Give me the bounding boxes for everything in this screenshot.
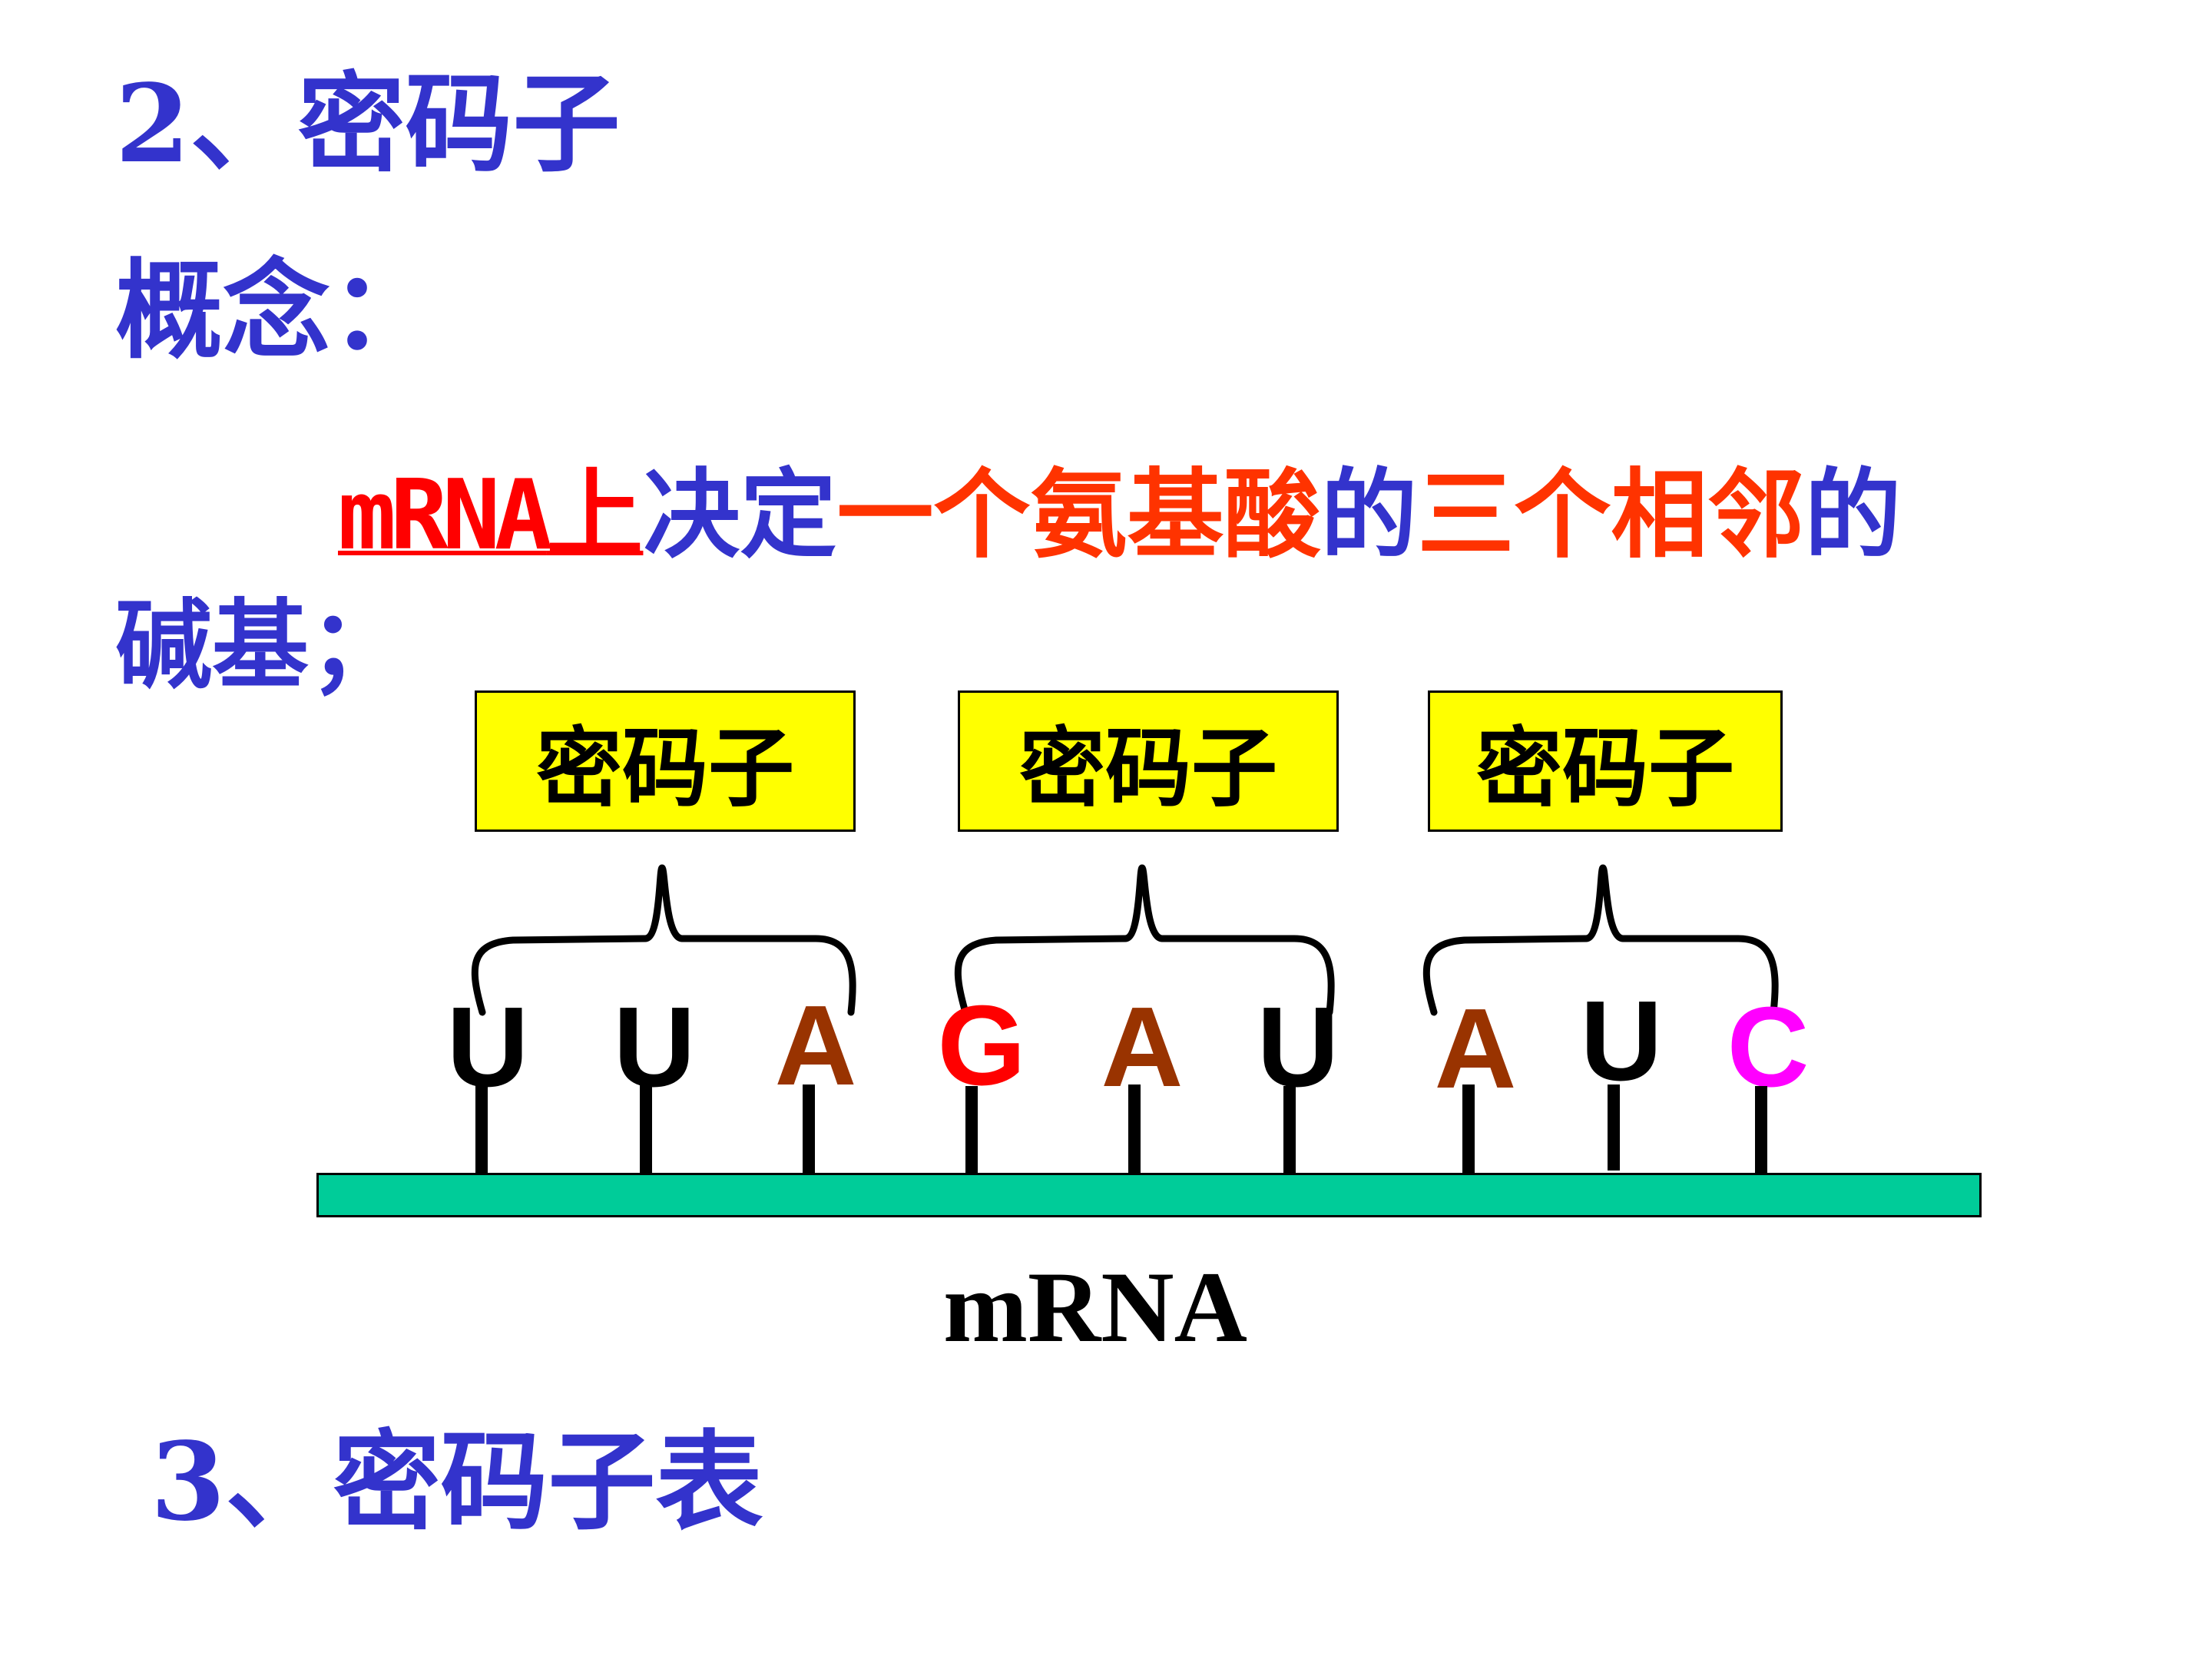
base-stem [640,1084,652,1178]
section-3-heading: 3、密码子表 [151,1429,763,1537]
base-stem [1128,1084,1141,1175]
section-2-heading: 2、密码子 [115,71,620,179]
base-stem [475,1084,488,1178]
base-stem [1462,1084,1475,1177]
definition-of-2: 的 [1804,459,1902,571]
codon-box-2: 密码子 [958,690,1339,832]
definition-three-adjacent: 三个相邻 [1417,459,1805,571]
section-3-title: 密码子表 [333,1420,763,1545]
definition-line-1: mRNA上决定一个氨基酸的三个相邻的 [338,467,1901,564]
base-stem [1608,1084,1620,1171]
mrna-strand-label: mRNA [943,1250,1247,1363]
base-1: U [446,984,529,1111]
definition-line-2: 碱基； [115,598,406,694]
base-2: U [613,984,696,1111]
brace-3 [1422,864,1779,1016]
base-6: U [1257,984,1339,1111]
base-stem [1283,1086,1296,1175]
base-4: G [937,982,1026,1109]
definition-on: 上 [546,459,644,571]
codon-box-3: 密码子 [1428,690,1783,832]
base-stem [965,1086,978,1177]
base-9: C [1727,984,1810,1111]
codon-box-1: 密码子 [475,690,856,832]
definition-decides: 决定 [643,459,837,571]
base-7: A [1434,985,1517,1112]
section-2-title: 密码子 [297,62,621,187]
definition-one-amino-acid: 一个氨基酸 [836,459,1321,571]
base-5: A [1101,984,1184,1111]
definition-bases: 碱基； [115,589,406,702]
section-3-number: 3、 [151,1419,333,1545]
brace-2 [954,864,1335,1016]
definition-mrna: mRNA [338,459,552,571]
concept-label: 概念： [115,249,439,374]
base-3: A [774,982,857,1109]
section-2-number: 2、 [115,61,298,187]
base-8: U [1580,978,1663,1104]
brace-1 [471,864,856,1016]
base-stem [1755,1086,1767,1177]
base-stem [803,1084,815,1175]
definition-of-1: 的 [1320,459,1418,571]
mrna-strand [316,1173,1982,1217]
